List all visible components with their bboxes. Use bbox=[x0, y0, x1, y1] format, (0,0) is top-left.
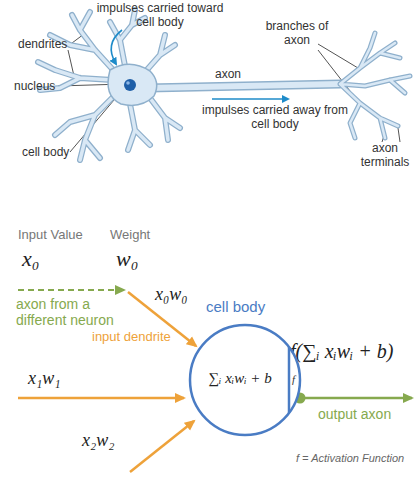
column-heading: Weight bbox=[110, 228, 150, 243]
cell-body-shape bbox=[108, 64, 157, 105]
output-note: output axon bbox=[318, 406, 391, 422]
part-label: axon bbox=[215, 68, 241, 82]
product-term: x₁w₁ bbox=[28, 368, 61, 389]
axon-fill bbox=[148, 84, 340, 88]
impulse-arrow bbox=[111, 30, 122, 64]
nucleus-shape bbox=[124, 79, 136, 91]
input-symbol: x₀ bbox=[22, 246, 39, 271]
weight-symbol: w₀ bbox=[116, 246, 138, 271]
axon-outline bbox=[148, 84, 340, 88]
terminal-outline bbox=[340, 33, 410, 138]
product-term: x₂w₂ bbox=[82, 430, 115, 451]
activation-note: f = Activation Function bbox=[296, 452, 404, 465]
output-formula: f(∑ᵢ xᵢwᵢ + b) bbox=[290, 340, 393, 363]
impulse-arrow bbox=[212, 98, 288, 100]
nucleus-highlight bbox=[126, 81, 130, 85]
axon-note: axon from a different neuron bbox=[16, 296, 131, 328]
neuron-circle: cell body∑ᵢ xᵢwᵢ + bf bbox=[188, 323, 302, 437]
sum-formula: ∑ᵢ xᵢwᵢ + b bbox=[196, 370, 284, 387]
part-label: axon terminals bbox=[350, 142, 420, 170]
part-label: dendrites bbox=[18, 38, 67, 52]
node-heading: cell body bbox=[206, 299, 265, 316]
part-label: cell body bbox=[22, 146, 69, 160]
dendrite-note: input dendrite bbox=[92, 330, 171, 345]
activation-symbol: f bbox=[292, 373, 295, 385]
impulse-label: impulses carried toward cell body bbox=[95, 2, 225, 30]
dendrite-arrow bbox=[18, 397, 184, 400]
column-heading: Input Value bbox=[18, 228, 83, 243]
part-label: branches of axon bbox=[262, 20, 332, 48]
terminal-fill bbox=[340, 33, 410, 138]
input-axon-arrow bbox=[18, 289, 124, 291]
activation-divider bbox=[288, 347, 291, 413]
part-label: nucleus bbox=[14, 80, 55, 94]
cell-body-circle bbox=[190, 325, 300, 435]
output-axon-arrow bbox=[300, 397, 412, 400]
impulse-label: impulses carried away from cell body bbox=[200, 104, 350, 132]
product-term: x₀w₀ bbox=[155, 284, 188, 305]
dendrite-arrow bbox=[130, 421, 194, 472]
